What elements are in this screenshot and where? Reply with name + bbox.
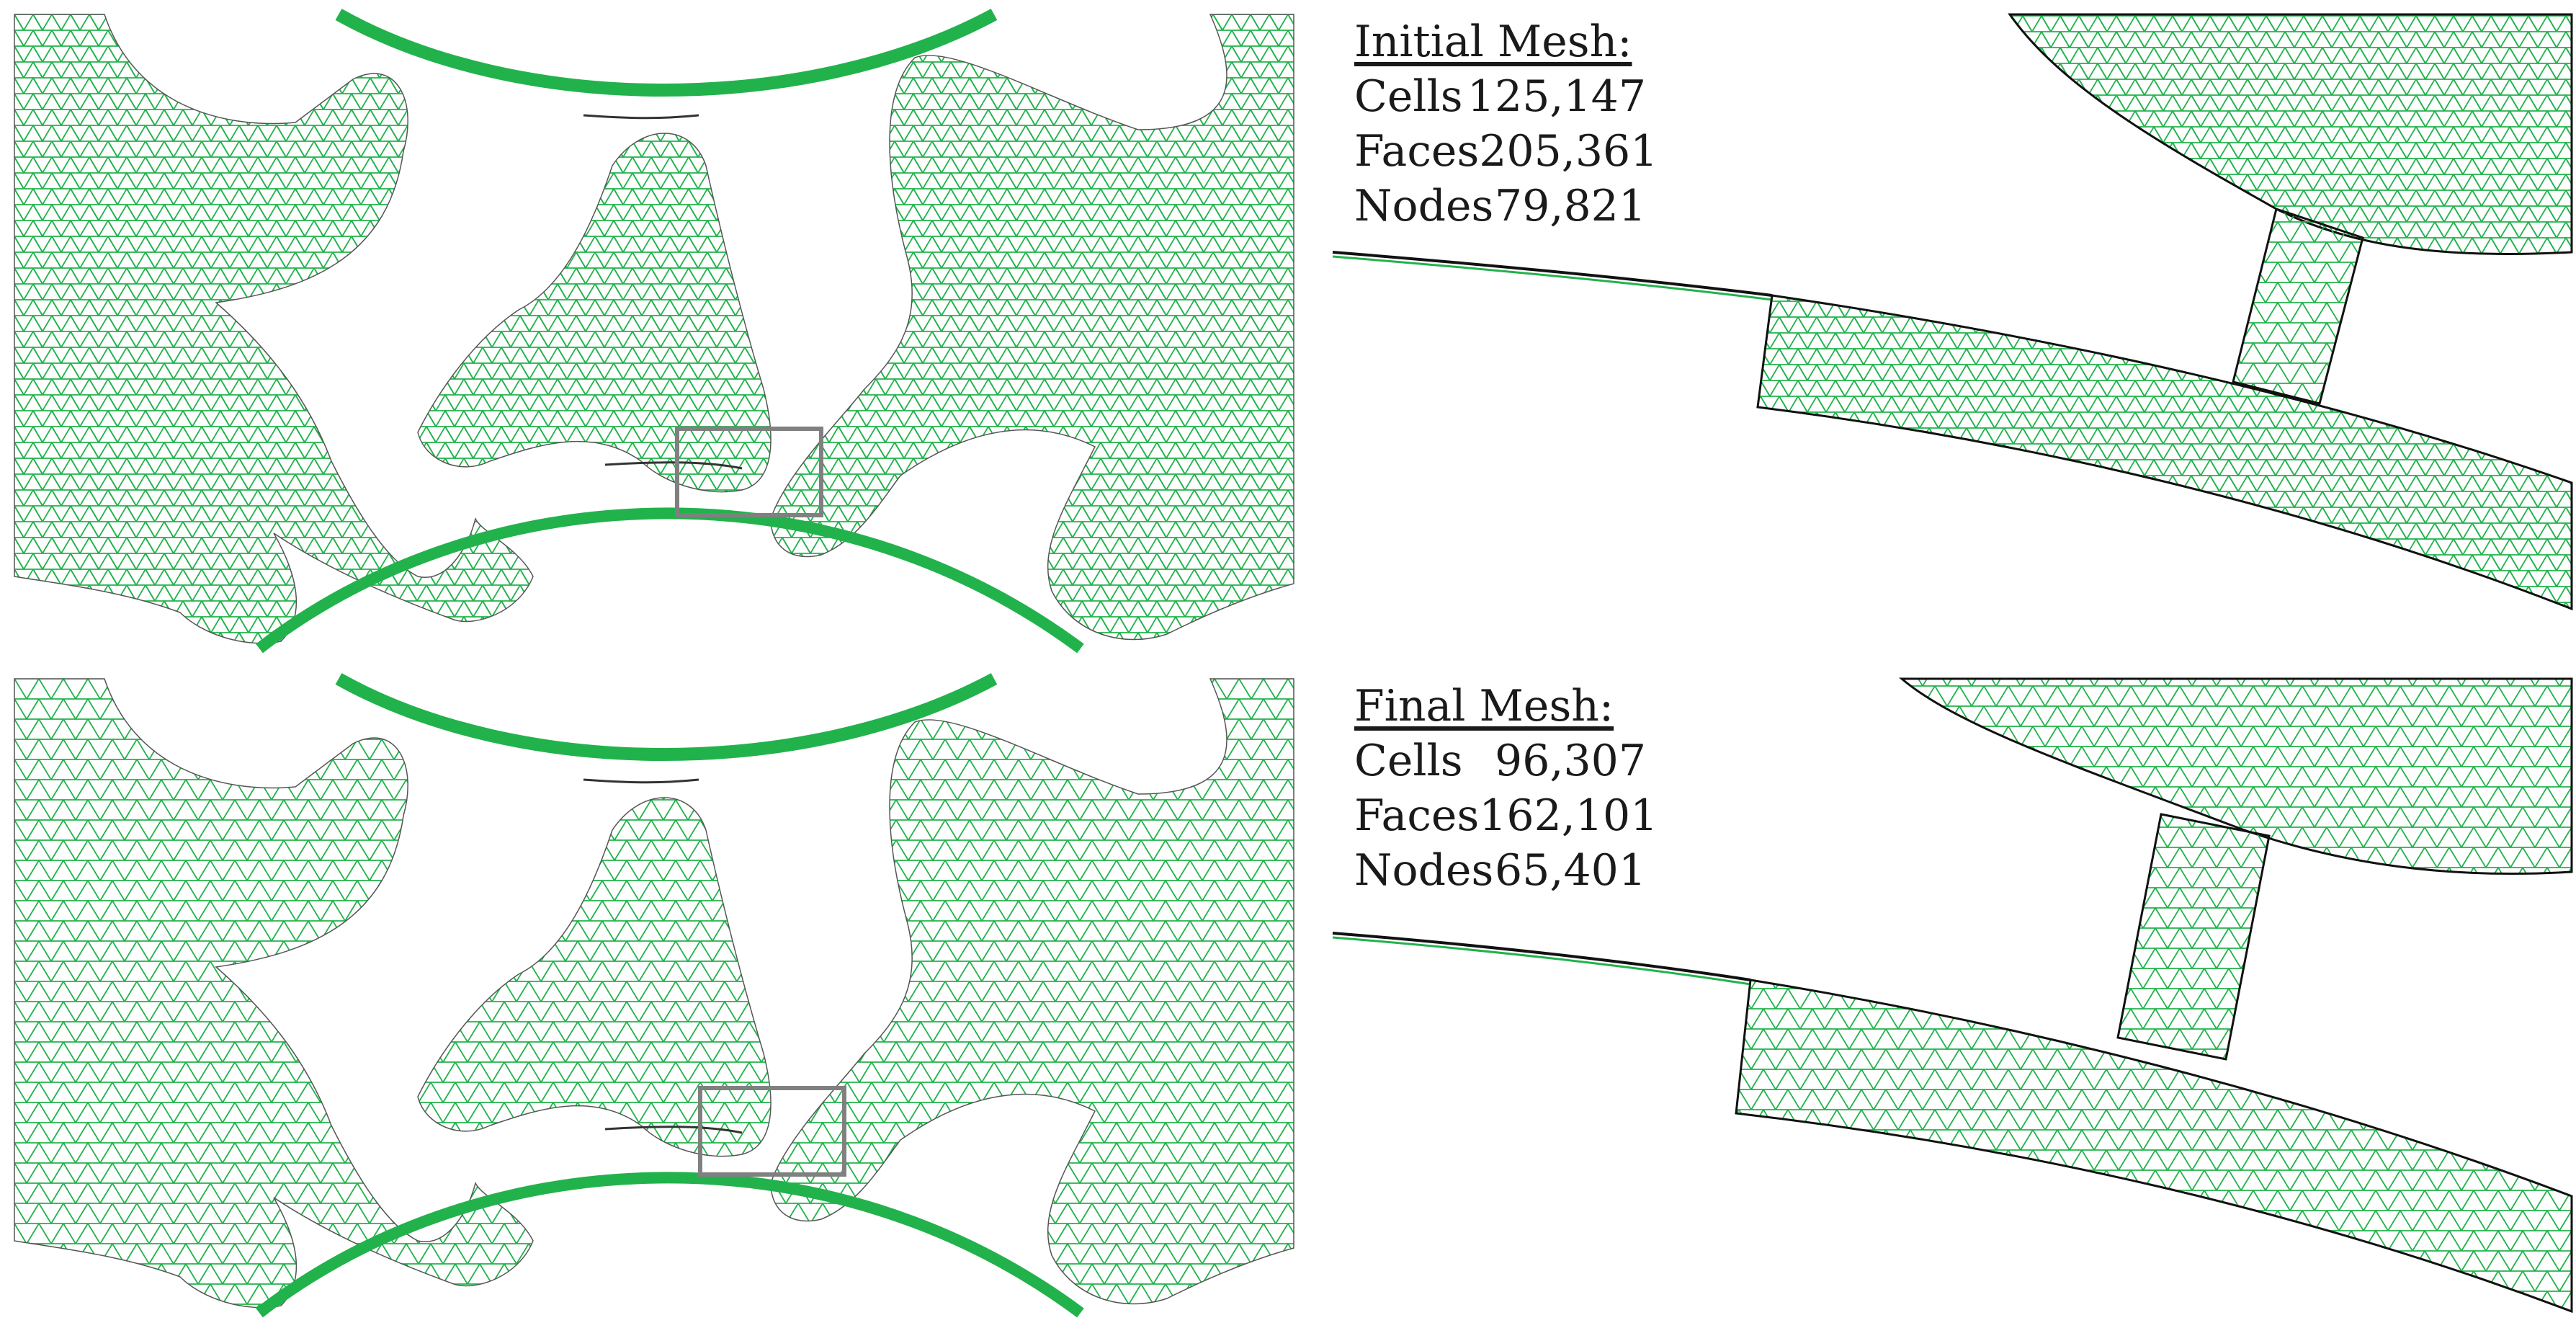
stat-value: 205,361 [1479,126,1658,177]
stat-label: Cells [1354,736,1463,786]
stat-value: 96,307 [1495,736,1646,786]
final-mesh-zoom [1332,677,2573,1314]
final-mesh-overview [14,673,1294,1318]
stat-value: 79,821 [1495,181,1646,231]
stat-label: Nodes [1354,181,1494,231]
stat-label: Nodes [1354,845,1494,896]
stat-row: Nodes 79,821 [1354,179,1646,233]
stat-label: Cells [1354,71,1463,122]
stat-row: Faces 205,361 [1354,124,1658,179]
zoom-box-final [698,1086,846,1177]
zoom-box-initial [675,427,823,517]
initial-mesh-zoom [1332,13,2573,611]
stat-label: Faces [1354,790,1480,841]
final-mesh-stats: Final Mesh: Cells 96,307 Faces 162,101 N… [1354,679,1658,898]
stat-value: 125,147 [1467,71,1646,122]
stat-row: Cells 96,307 [1354,734,1646,788]
stat-value: 65,401 [1495,845,1646,896]
stat-value: 162,101 [1479,790,1658,841]
initial-mesh-overview [14,9,1294,654]
stat-row: Cells 125,147 [1354,69,1646,124]
final-mesh-title: Final Mesh: [1354,681,1614,731]
initial-mesh-title: Initial Mesh: [1354,17,1632,67]
stat-row: Nodes 65,401 [1354,843,1646,898]
stat-label: Faces [1354,126,1480,177]
stat-row: Faces 162,101 [1354,788,1658,843]
initial-mesh-stats: Initial Mesh: Cells 125,147 Faces 205,36… [1354,14,1658,233]
